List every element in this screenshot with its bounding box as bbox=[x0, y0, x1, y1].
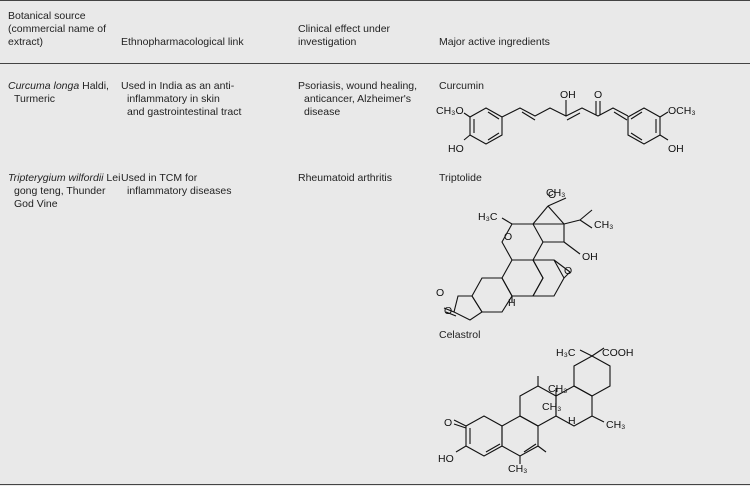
triptolide-o2: O bbox=[548, 189, 556, 201]
celastrol-ho: HO bbox=[438, 453, 454, 465]
celastrol-ch3-1: CH₃ bbox=[548, 383, 567, 395]
triptolide-h: H bbox=[508, 297, 516, 309]
header-botanical-source: Botanical source (commercial name of ext… bbox=[8, 10, 107, 48]
celastrol-h3c: H₃C bbox=[556, 347, 576, 359]
row2-botanical-source: Tripterygium wilfordii Lei gong teng, Th… bbox=[8, 172, 121, 210]
celastrol-h: H bbox=[568, 415, 576, 427]
row1-ethnopharmacological-link: Used in India as an anti- inflammatory i… bbox=[121, 80, 242, 118]
row2-ingredient-name-celastrol: Celastrol bbox=[439, 329, 481, 341]
curcumin-och3: OCH₃ bbox=[668, 105, 696, 117]
row2-ethnopharmacological-link: Used in TCM for inflammatory diseases bbox=[121, 172, 232, 197]
triptolide-ch3-b: CH₃ bbox=[594, 219, 613, 231]
header-clinical-effect: Clinical effect under investigation bbox=[298, 23, 391, 48]
triptolide-ring-b bbox=[501, 259, 544, 297]
row1-ingredient-name-curcumin: Curcumin bbox=[439, 80, 484, 92]
celastrol-ch3-3: CH₃ bbox=[508, 463, 527, 475]
curcumin-structure: OH O CH₃O HO OCH₃ OH bbox=[436, 89, 696, 155]
celastrol-ring-a bbox=[465, 415, 503, 457]
curcumin-oh-right: OH bbox=[668, 143, 684, 155]
row1-botanical-source: Curcuma longa Haldi, Turmeric bbox=[8, 80, 109, 105]
curcumin-oh-top: OH bbox=[560, 89, 576, 101]
celastrol-ring-b bbox=[501, 415, 539, 457]
row2-clinical-effect: Rheumatoid arthritis bbox=[298, 172, 392, 184]
celastrol-ring-e bbox=[573, 355, 611, 397]
row1-clinical-effect: Psoriasis, wound healing, anticancer, Al… bbox=[298, 80, 418, 118]
triptolide-o1: O bbox=[504, 231, 512, 243]
curcumin-right-ring bbox=[627, 107, 661, 145]
triptolide-o3: O bbox=[564, 265, 572, 277]
header-major-active-ingredients: Major active ingredients bbox=[439, 36, 550, 48]
celastrol-cooh: COOH bbox=[602, 347, 634, 359]
triptolide-ch3-a: CH₃ bbox=[546, 187, 565, 199]
bottom-rule bbox=[0, 484, 750, 485]
curcumin-ho: HO bbox=[448, 143, 464, 155]
triptolide-structure: CH₃ CH₃ H₃C O O O OH O O H bbox=[436, 187, 613, 321]
triptolide-ring-c bbox=[532, 259, 565, 297]
header-ethnopharmacological-link: Ethnopharmacological link bbox=[121, 36, 244, 48]
celastrol-ch3-4: CH₃ bbox=[606, 419, 625, 431]
curcumin-ch3o: CH₃O bbox=[436, 105, 464, 117]
row2-ingredient-name-triptolide: Triptolide bbox=[439, 172, 482, 184]
triptolide-ring-d bbox=[471, 277, 513, 313]
triptolide-o-keto: O bbox=[436, 287, 444, 299]
celastrol-structure: H₃C COOH CH₃ CH₃ H O HO CH₃ CH₃ bbox=[438, 347, 634, 475]
celastrol-ch3-2: CH₃ bbox=[542, 401, 561, 413]
header-rule bbox=[0, 63, 750, 64]
curcumin-o-top: O bbox=[594, 89, 602, 101]
triptolide-o-ring: O bbox=[444, 305, 452, 317]
triptolide-oh: OH bbox=[582, 251, 598, 263]
triptolide-h3c: H₃C bbox=[478, 211, 498, 223]
triptolide-lactone bbox=[453, 295, 483, 321]
top-rule bbox=[0, 0, 750, 1]
curcumin-left-ring bbox=[469, 107, 503, 145]
celastrol-o: O bbox=[444, 417, 452, 429]
